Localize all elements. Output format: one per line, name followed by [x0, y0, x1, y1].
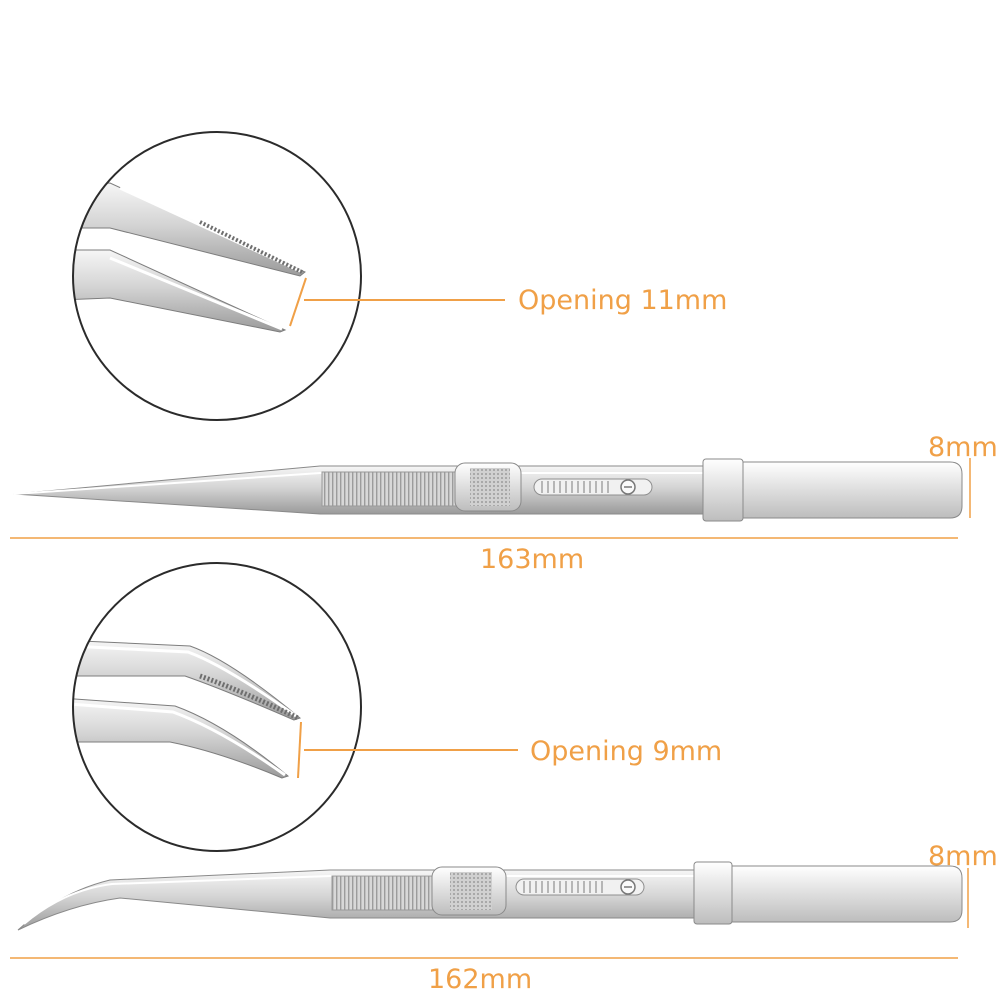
zoom-circle-straight-tip [72, 131, 505, 421]
opening-label-top: Opening 11mm [518, 285, 728, 316]
length-label-bottom: 162mm [428, 964, 533, 995]
length-label-top: 163mm [480, 544, 585, 575]
curved-tweezer [17, 861, 963, 931]
straight-tweezer [13, 458, 963, 522]
zoom-circle-curved-tip [72, 562, 518, 852]
width-label-top: 8mm [928, 432, 998, 463]
opening-label-bottom: Opening 9mm [530, 736, 723, 767]
width-label-bottom: 8mm [928, 841, 998, 872]
